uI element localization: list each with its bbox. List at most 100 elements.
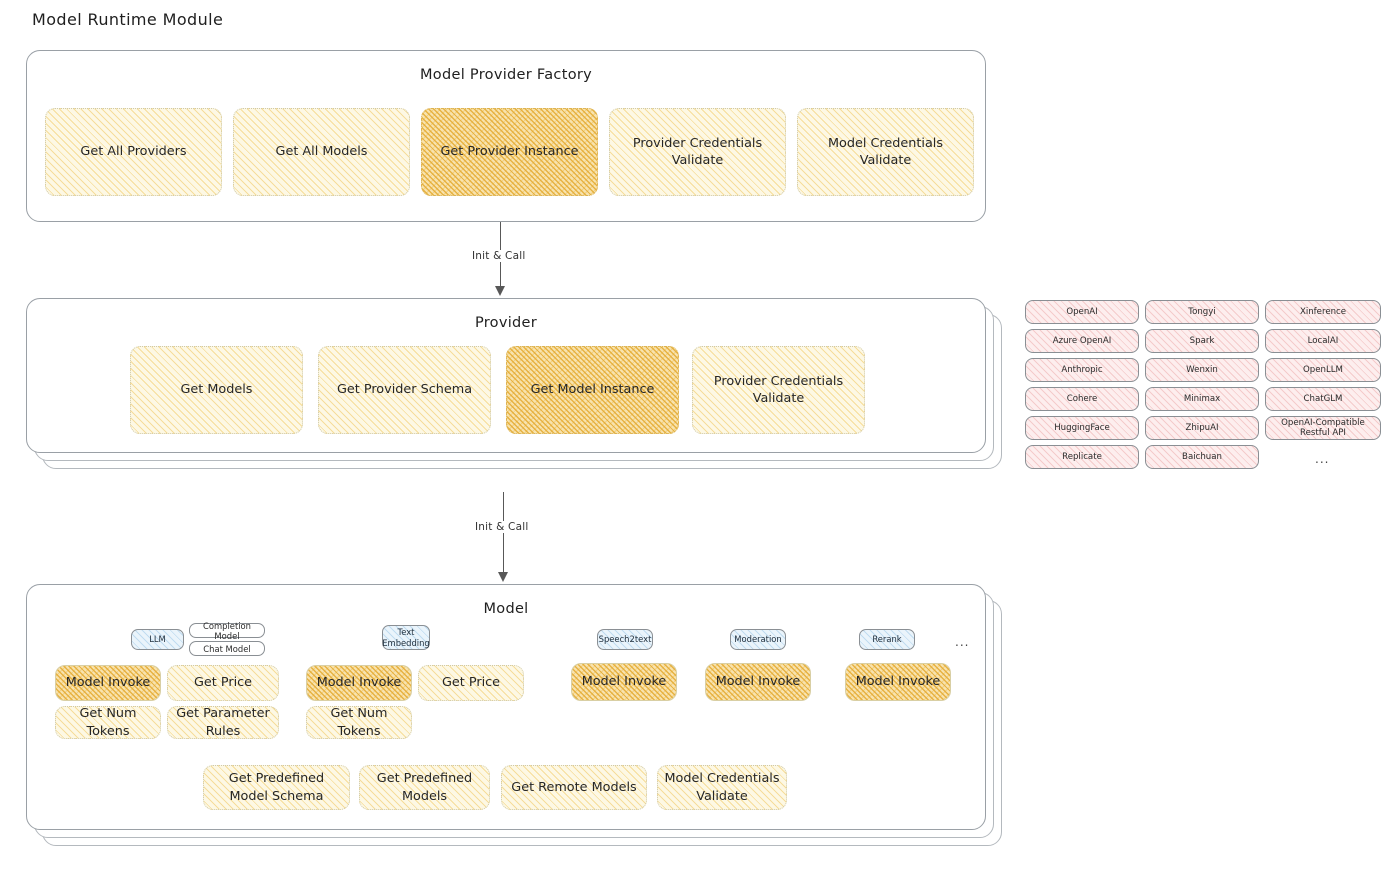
provider-chip-label: Spark <box>1189 336 1215 346</box>
method-label: Model Invoke <box>581 674 667 690</box>
model-type-chip-text-embedding[interactable]: Text Embedding <box>382 625 430 650</box>
method-label: Get Remote Models <box>511 779 637 795</box>
page-title: Model Runtime Module <box>32 10 224 29</box>
model-subtype-chip-label: Chat Model <box>203 643 251 654</box>
model-shared-method-get-predefined-models[interactable]: Get Predefined Models <box>359 765 490 810</box>
model-shared-method-get-remote-models[interactable]: Get Remote Models <box>501 765 647 810</box>
provider-chip-label: Minimax <box>1183 394 1221 404</box>
factory-box-label: Model Credentials Validate <box>827 135 944 168</box>
provider-chip-huggingface[interactable]: HuggingFace <box>1025 416 1139 440</box>
model-subtype-chip-chat-model[interactable]: Chat Model <box>189 641 265 656</box>
llm-method-get-price[interactable]: Get Price <box>167 665 279 701</box>
model-type-chip-llm[interactable]: LLM <box>131 629 184 650</box>
provider-chip-openai-compatible-restful-api[interactable]: OpenAI-Compatible Restful API <box>1265 416 1381 440</box>
method-label: Get Num Tokens <box>330 706 388 739</box>
provider-chip-wenxin[interactable]: Wenxin <box>1145 358 1259 382</box>
model-groups-more-ellipsis: ... <box>955 635 970 649</box>
provider-box-label: Get Models <box>180 382 253 398</box>
arrow-head <box>498 572 509 582</box>
provider-chip-anthropic[interactable]: Anthropic <box>1025 358 1139 382</box>
provider-box-provider-credentials-validate[interactable]: Provider Credentials Validate <box>692 346 865 434</box>
model-type-chip-label: LLM <box>149 634 166 645</box>
model-type-chip-label: Rerank <box>872 634 902 645</box>
model-type-chip-moderation[interactable]: Moderation <box>730 629 786 650</box>
provider-box-get-provider-schema[interactable]: Get Provider Schema <box>318 346 491 434</box>
provider-box-get-models[interactable]: Get Models <box>130 346 303 434</box>
factory-box-provider-credentials-validate[interactable]: Provider Credentials Validate <box>609 108 786 196</box>
speech2text-method-model-invoke[interactable]: Model Invoke <box>571 663 677 701</box>
factory-box-model-credentials-validate[interactable]: Model Credentials Validate <box>797 108 974 196</box>
model-type-chip-label: Speech2text <box>598 634 652 645</box>
provider-chip-replicate[interactable]: Replicate <box>1025 445 1139 469</box>
method-label: Get Predefined Model Schema <box>228 771 325 804</box>
provider-list: OpenAI Azure OpenAI Anthropic Cohere Hug… <box>1025 300 1381 480</box>
model-shared-method-model-credentials-validate[interactable]: Model Credentials Validate <box>657 765 787 810</box>
factory-box-label: Get Provider Instance <box>440 144 579 160</box>
factory-panel-title: Model Provider Factory <box>419 67 593 83</box>
provider-chip-label: OpenAI-Compatible Restful API <box>1281 418 1365 438</box>
provider-chip-label: Baichuan <box>1182 452 1222 462</box>
arrow-head <box>495 286 506 296</box>
model-subtype-chip-label: Completion Model <box>203 620 251 641</box>
method-label: Model Invoke <box>855 674 941 690</box>
text-embedding-method-get-num-tokens[interactable]: Get Num Tokens <box>306 706 412 739</box>
moderation-method-model-invoke[interactable]: Model Invoke <box>705 663 811 701</box>
provider-chip-label: ZhipuAI <box>1185 423 1219 433</box>
provider-chip-zhipuai[interactable]: ZhipuAI <box>1145 416 1259 440</box>
model-subtype-chip-completion-model[interactable]: Completion Model <box>189 620 265 641</box>
factory-box-get-provider-instance[interactable]: Get Provider Instance <box>421 108 598 196</box>
text-embedding-method-get-price[interactable]: Get Price <box>418 665 524 701</box>
provider-chip-minimax[interactable]: Minimax <box>1145 387 1259 411</box>
model-shared-method-get-predefined-model-schema[interactable]: Get Predefined Model Schema <box>203 765 350 810</box>
rerank-method-model-invoke[interactable]: Model Invoke <box>845 663 951 701</box>
provider-chip-openai[interactable]: OpenAI <box>1025 300 1139 324</box>
factory-box-get-all-models[interactable]: Get All Models <box>233 108 410 196</box>
provider-box-label: Provider Credentials Validate <box>713 373 844 406</box>
provider-box-label: Get Provider Schema <box>336 382 473 398</box>
arrow-shaft <box>503 492 505 574</box>
provider-box-get-model-instance[interactable]: Get Model Instance <box>506 346 679 434</box>
provider-chip-label: Wenxin <box>1186 365 1218 375</box>
model-panel: Model LLM Completion Model Chat Model Mo… <box>26 584 1016 850</box>
provider-chip-tongyi[interactable]: Tongyi <box>1145 300 1259 324</box>
model-panel-body: Model LLM Completion Model Chat Model Mo… <box>26 584 986 830</box>
provider-chip-azure-openai[interactable]: Azure OpenAI <box>1025 329 1139 353</box>
provider-box-label: Get Model Instance <box>530 382 655 398</box>
factory-panel-body: Model Provider Factory Get All Providers… <box>26 50 986 222</box>
factory-box-label: Get All Providers <box>80 144 187 160</box>
provider-chip-spark[interactable]: Spark <box>1145 329 1259 353</box>
provider-panel: Provider Get Models Get Provider Schema … <box>26 298 1016 478</box>
provider-chip-cohere[interactable]: Cohere <box>1025 387 1139 411</box>
arrow-label: Init & Call <box>468 250 530 262</box>
method-label: Get Price <box>193 675 253 691</box>
factory-box-get-all-providers[interactable]: Get All Providers <box>45 108 222 196</box>
provider-chip-chatglm[interactable]: ChatGLM <box>1265 387 1381 411</box>
model-panel-title: Model <box>483 601 529 617</box>
provider-chip-baichuan[interactable]: Baichuan <box>1145 445 1259 469</box>
llm-method-get-parameter-rules[interactable]: Get Parameter Rules <box>167 706 279 739</box>
model-type-chip-rerank[interactable]: Rerank <box>859 629 915 650</box>
provider-chip-label: Cohere <box>1066 394 1098 404</box>
arrow-provider-to-model: Init & Call <box>471 492 533 584</box>
llm-method-model-invoke[interactable]: Model Invoke <box>55 665 161 701</box>
provider-chip-localai[interactable]: LocalAI <box>1265 329 1381 353</box>
provider-chip-label: OpenAI <box>1066 307 1098 317</box>
provider-chip-label: LocalAI <box>1307 336 1339 346</box>
model-provider-factory-panel: Model Provider Factory Get All Providers… <box>26 50 986 222</box>
provider-panel-title: Provider <box>474 315 538 331</box>
arrow-label: Init & Call <box>471 521 533 533</box>
arrow-factory-to-provider: Init & Call <box>468 222 530 298</box>
model-type-chip-label: Text Embedding <box>382 627 430 648</box>
llm-method-get-num-tokens[interactable]: Get Num Tokens <box>55 706 161 739</box>
provider-chip-label: ChatGLM <box>1303 394 1343 404</box>
provider-chip-xinference[interactable]: Xinference <box>1265 300 1381 324</box>
text-embedding-method-model-invoke[interactable]: Model Invoke <box>306 665 412 701</box>
model-type-chip-speech2text[interactable]: Speech2text <box>597 629 653 650</box>
method-label: Model Credentials Validate <box>664 771 780 804</box>
method-label: Get Predefined Models <box>376 771 473 804</box>
method-label: Model Invoke <box>316 675 402 691</box>
provider-chip-openllm[interactable]: OpenLLM <box>1265 358 1381 382</box>
method-label: Get Price <box>441 675 501 691</box>
provider-chip-label: OpenLLM <box>1303 365 1343 375</box>
provider-panel-body: Provider Get Models Get Provider Schema … <box>26 298 986 453</box>
